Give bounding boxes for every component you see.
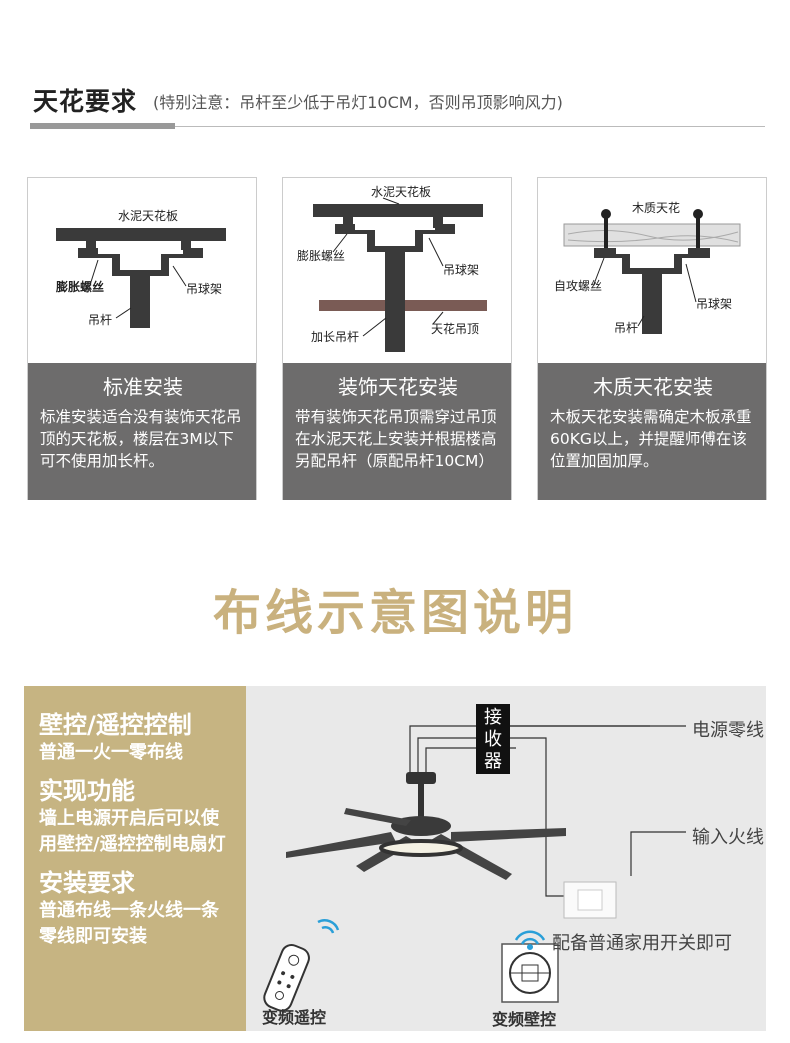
function-heading: 实现功能 (39, 777, 135, 805)
switch-note: 配备普通家用开关即可 (552, 933, 732, 954)
remote-label: 变频遥控 (262, 1008, 327, 1027)
wall-switch-icon (563, 881, 617, 919)
card-decorative-install: 水泥天花板 膨胀螺丝 吊球架 加长吊杆 天花吊顶 装饰天花安装 带有装饰天花吊顶… (282, 177, 512, 500)
card-title: 装饰天花安装 (338, 375, 458, 399)
section-heading: 天花要求 (33, 87, 138, 116)
wifi-icon (317, 919, 340, 934)
card-panel: 木质天花安装 木板天花安装需确定木板承重60KG以上，并提醒师傅在该位置加固加厚… (538, 363, 766, 500)
wooden-install-diagram: 木质天花 自攻螺丝 吊球架 吊杆 (554, 200, 741, 335)
label-rod: 加长吊杆 (311, 330, 359, 344)
requirement-text: 普通布线一条火线一条零线即可安装 (39, 900, 219, 947)
label-bolt: 自攻螺丝 (554, 279, 602, 293)
card-desc: 带有装饰天花吊顶需穿过吊顶在水泥天花上安装并根据楼高另配吊杆（原配吊杆10CM） (295, 408, 497, 470)
ceiling-requirements-header: 天花要求 (特别注意：吊杆至少低于吊灯10CM，否则吊顶影响风力) (30, 82, 770, 142)
label-ceiling: 木质天花 (632, 200, 680, 215)
wiring-illustration: 接收器 电源零线 输入火线 配备普通家用开关即可 变频遥控 变频壁控 (246, 686, 766, 1031)
control-text: 普通一火一零布线 (39, 742, 183, 763)
wall-control-label: 变频壁控 (492, 1010, 557, 1029)
card-desc: 木板天花安装需确定木板承重60KG以上，并提醒师傅在该位置加固加厚。 (550, 408, 752, 470)
card-standard-install: 水泥天花板 膨胀螺丝 吊球架 吊杆 标准安装 标准安装适合没有装饰天花吊顶的天花… (27, 177, 257, 500)
card-title: 木质天花安装 (593, 375, 713, 399)
label-ceiling: 水泥天花板 (371, 184, 431, 199)
label-bracket: 吊球架 (443, 263, 479, 277)
label-ceiling: 水泥天花板 (118, 208, 178, 223)
wiring-info-panel: 壁控/遥控控制 普通一火一零布线 实现功能 墙上电源开启后可以使用壁控/遥控控制… (24, 686, 246, 1031)
label-bolt: 膨胀螺丝 (297, 249, 345, 263)
card-wooden-install: 木质天花 自攻螺丝 吊球架 吊杆 木质天花安装 木板天花安装需确定木板承重60K… (537, 177, 767, 500)
wall-control-icon (501, 943, 559, 1003)
function-text: 墙上电源开启后可以使用壁控/遥控控制电扇灯 (39, 808, 226, 855)
standard-install-diagram: 水泥天花板 膨胀螺丝 吊球架 吊杆 (55, 208, 226, 328)
label-drop: 天花吊顶 (431, 321, 479, 336)
card-panel: 装饰天花安装 带有装饰天花吊顶需穿过吊顶在水泥天花上安装并根据楼高另配吊杆（原配… (283, 363, 511, 500)
label-bolt: 膨胀螺丝 (55, 279, 104, 294)
neutral-line-label: 电源零线 (692, 720, 764, 741)
decorative-install-diagram: 水泥天花板 膨胀螺丝 吊球架 加长吊杆 天花吊顶 (297, 184, 487, 352)
label-bracket: 吊球架 (696, 297, 732, 311)
wiring-diagram: 壁控/遥控控制 普通一火一零布线 实现功能 墙上电源开启后可以使用壁控/遥控控制… (24, 686, 766, 1031)
ceiling-fan-icon (286, 772, 566, 880)
card-title: 标准安装 (103, 375, 183, 399)
wiring-section-title: 布线示意图说明 (212, 585, 577, 641)
label-rod: 吊杆 (614, 321, 638, 335)
live-line-label: 输入火线 (692, 827, 764, 848)
heading-underline (30, 123, 175, 129)
remote-icon (263, 944, 310, 1012)
special-note: (特别注意：吊杆至少低于吊灯10CM，否则吊顶影响风力) (153, 93, 563, 112)
requirement-heading: 安装要求 (39, 869, 135, 897)
control-heading: 壁控/遥控控制 (39, 711, 192, 739)
label-rod: 吊杆 (88, 313, 112, 327)
receiver-box: 接收器 (476, 704, 510, 774)
wiring-lines (263, 725, 686, 1012)
divider (175, 126, 765, 127)
card-desc: 标准安装适合没有装饰天花吊顶的天花板，楼层在3M以下可不使用加长杆。 (40, 408, 242, 470)
card-panel: 标准安装 标准安装适合没有装饰天花吊顶的天花板，楼层在3M以下可不使用加长杆。 (28, 363, 256, 500)
label-bracket: 吊球架 (186, 282, 222, 296)
wifi-icon (514, 930, 546, 951)
